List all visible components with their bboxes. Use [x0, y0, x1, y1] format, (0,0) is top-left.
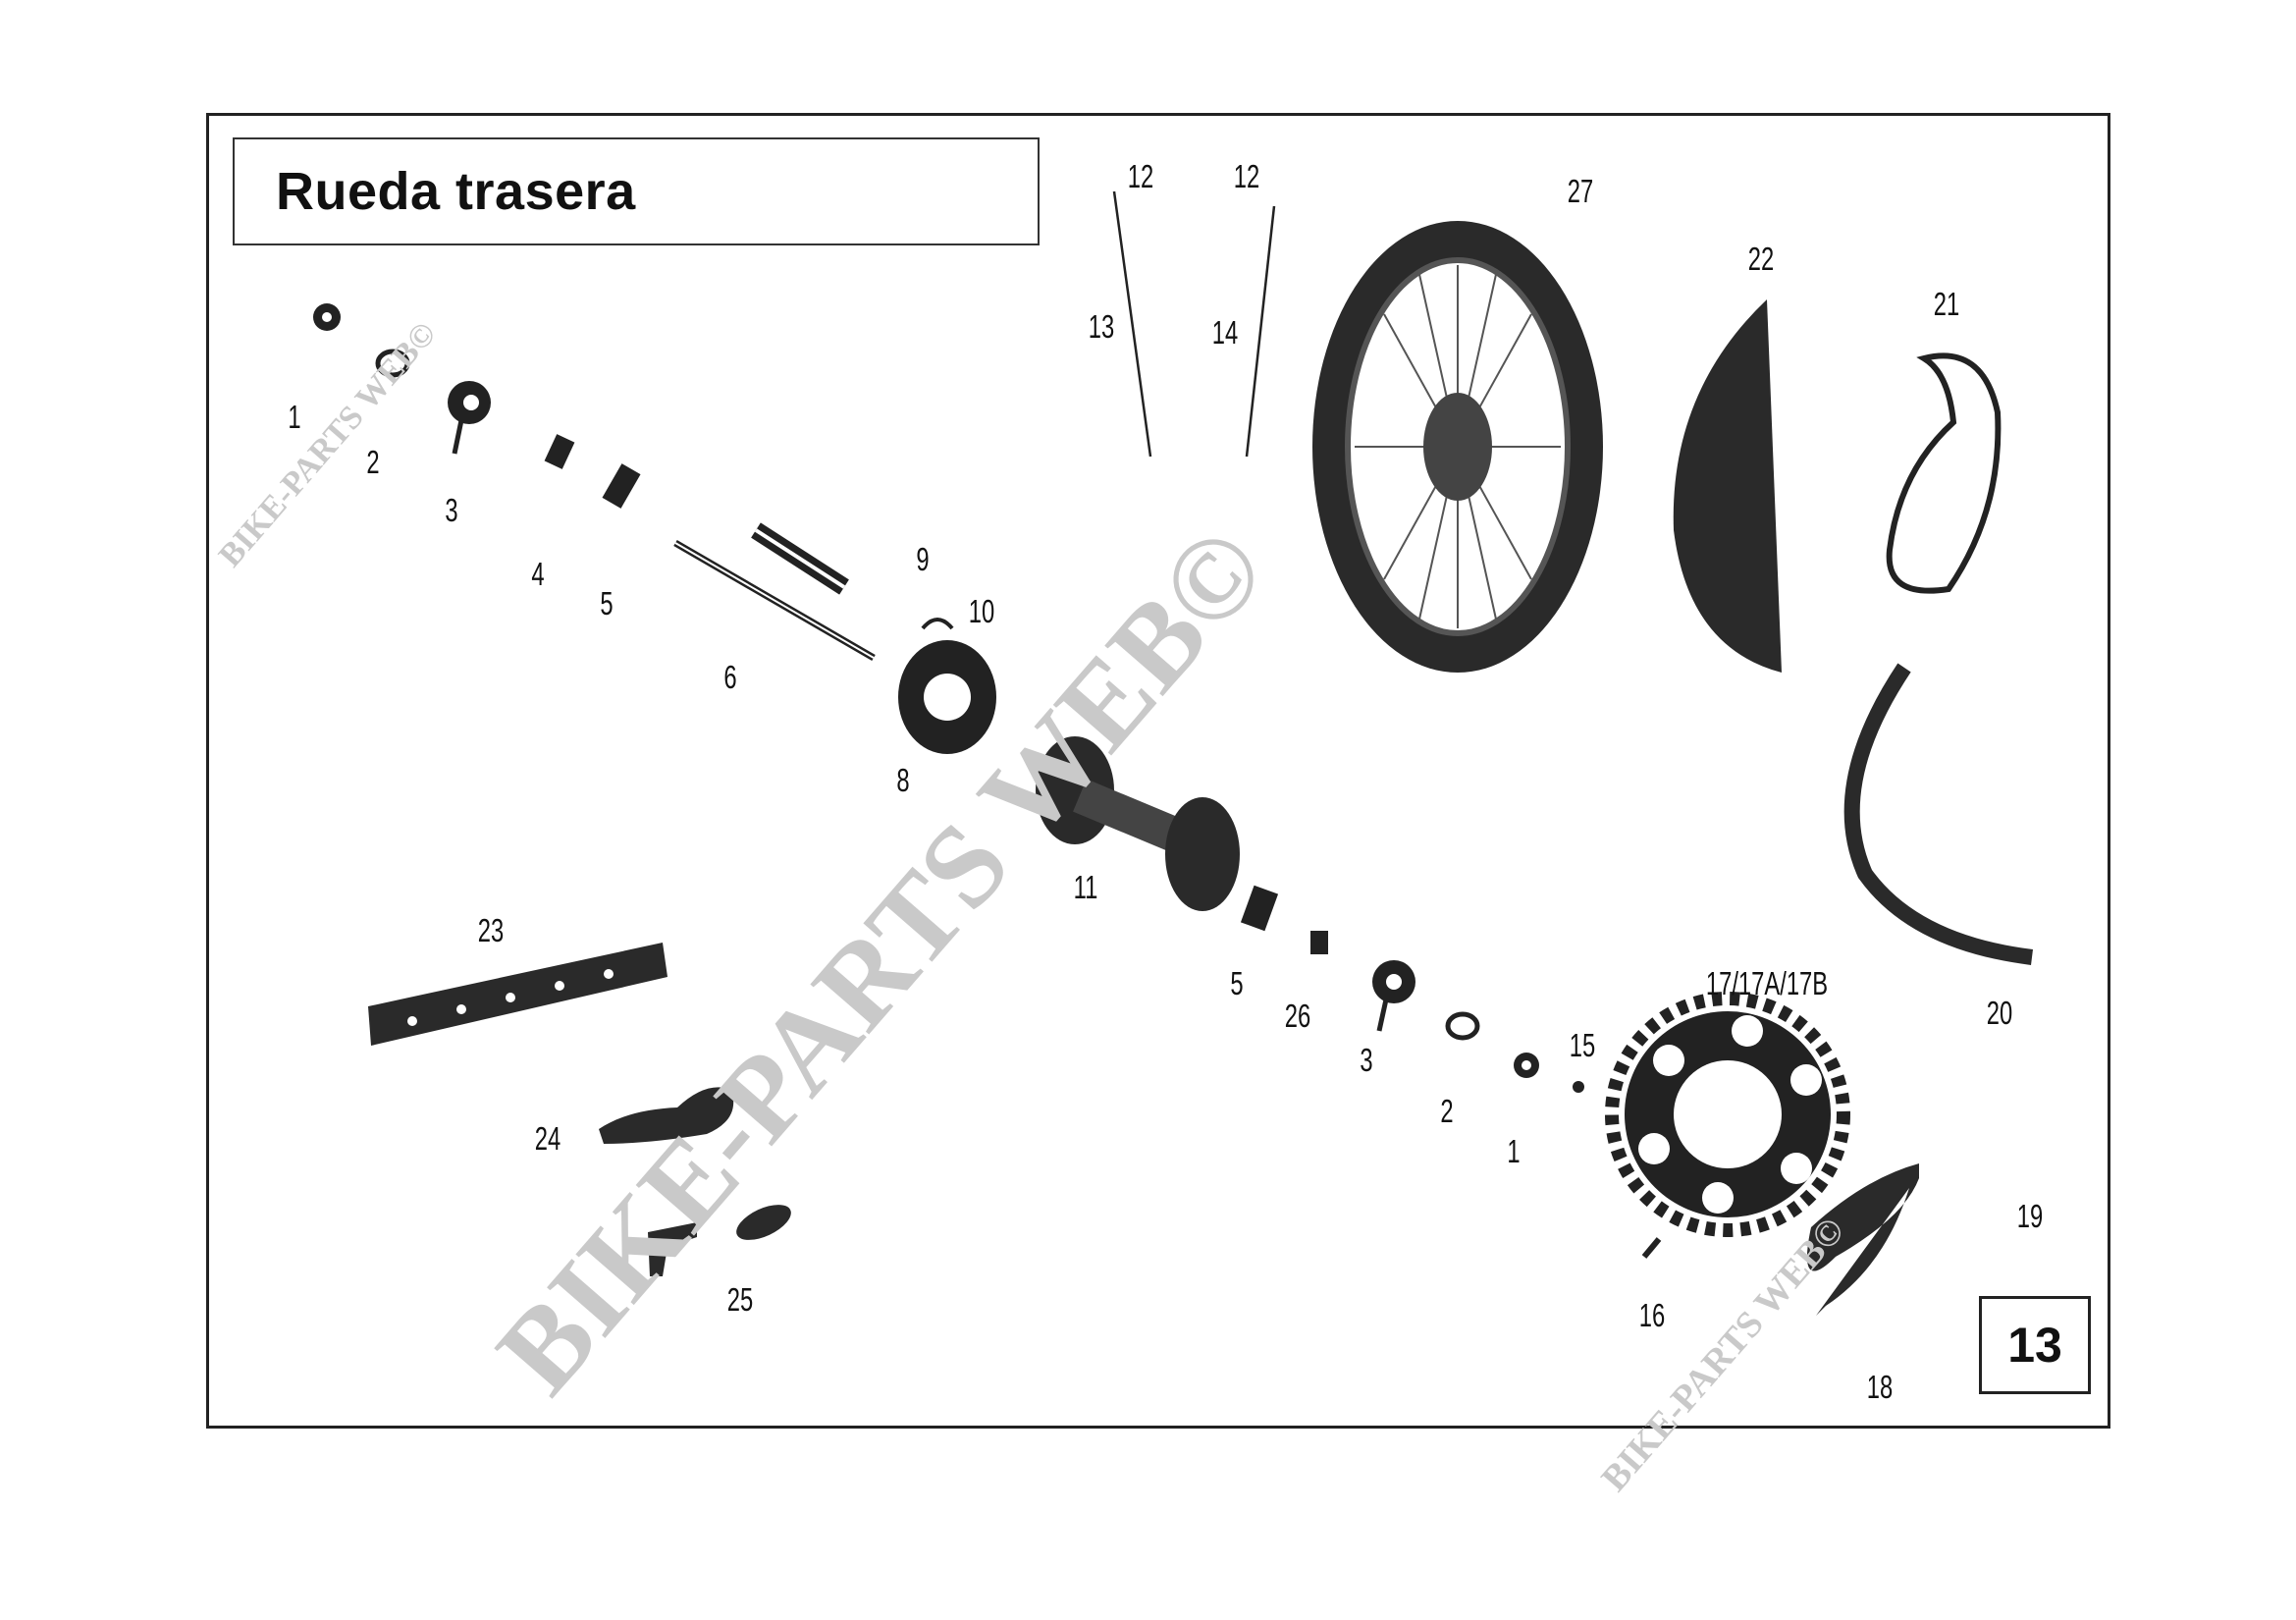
part-spoke-14: [1245, 205, 1276, 458]
part-rim-band-20: [1843, 663, 2033, 965]
callout-14: 14: [1211, 314, 1239, 351]
callout-5-right: 5: [1230, 965, 1244, 1001]
part-chain-adjuster-left: [448, 381, 491, 455]
callout-17: 17/17A/17B: [1705, 965, 1829, 1001]
page-number: 13: [2007, 1318, 2062, 1373]
callout-4: 4: [531, 556, 545, 592]
callout-24: 24: [534, 1120, 561, 1157]
part-bearing-5-left: [602, 463, 641, 509]
part-link-plates-25: [648, 1205, 791, 1276]
part-circlip-10: [921, 618, 954, 630]
page-number-box: 13: [1979, 1296, 2091, 1394]
callout-10: 10: [968, 593, 995, 629]
part-chain-link-24: [599, 1087, 734, 1144]
callout-9: 9: [916, 541, 930, 577]
callout-20: 20: [1986, 995, 2013, 1031]
part-spacer-26: [1310, 931, 1328, 954]
part-spacer-tube: [751, 522, 849, 595]
part-nut-right: [1514, 1053, 1539, 1078]
part-chain-guard-19: [1806, 1163, 1919, 1316]
callout-1: 1: [288, 399, 301, 435]
callout-15: 15: [1569, 1027, 1596, 1063]
callout-27: 27: [1567, 173, 1594, 209]
part-brake-disc-8: [898, 640, 996, 754]
callout-13: 13: [1088, 308, 1115, 345]
part-chain-23: [368, 943, 667, 1046]
callout-19: 19: [2016, 1198, 2044, 1234]
part-spacer-4: [544, 434, 575, 469]
callout-3: 3: [445, 492, 458, 528]
part-wheel-27: [1312, 221, 1603, 673]
page-title: Rueda trasera: [276, 162, 636, 221]
callout-26: 26: [1284, 998, 1311, 1034]
part-bolt-16: [1641, 1237, 1662, 1259]
callout-21: 21: [1933, 286, 1960, 322]
callout-1-right: 1: [1507, 1133, 1521, 1169]
callout-2: 2: [366, 444, 380, 480]
callout-18: 18: [1866, 1369, 1894, 1405]
callout-11: 11: [1073, 869, 1098, 905]
part-washer-right: [1445, 1011, 1480, 1041]
callout-5: 5: [600, 585, 614, 621]
callout-2-right: 2: [1440, 1093, 1454, 1129]
part-sprocket-17: [1605, 992, 1850, 1237]
diagram-frame: [206, 113, 2110, 1429]
callout-8: 8: [896, 762, 910, 798]
callout-12a: 12: [1127, 158, 1154, 194]
callout-16: 16: [1638, 1297, 1666, 1333]
part-spoke-13: [1112, 190, 1152, 458]
part-hub-11: [1036, 736, 1240, 911]
callout-23: 23: [477, 912, 505, 948]
title-box: Rueda trasera: [233, 137, 1040, 245]
part-nut-left: [313, 303, 341, 331]
part-bearing-5-right: [1240, 885, 1279, 932]
part-tire-22: [1673, 299, 1782, 673]
callout-25: 25: [726, 1281, 754, 1318]
part-inner-tube-21: [1886, 352, 2002, 594]
part-bolt-15: [1573, 1081, 1584, 1093]
part-axle-6: [673, 539, 876, 662]
callout-22: 22: [1747, 241, 1775, 277]
part-washer-left: [375, 349, 410, 378]
callout-6: 6: [723, 659, 737, 695]
callout-12b: 12: [1233, 158, 1260, 194]
part-chain-adjuster-right: [1372, 960, 1415, 1032]
callout-3-right: 3: [1360, 1042, 1373, 1078]
